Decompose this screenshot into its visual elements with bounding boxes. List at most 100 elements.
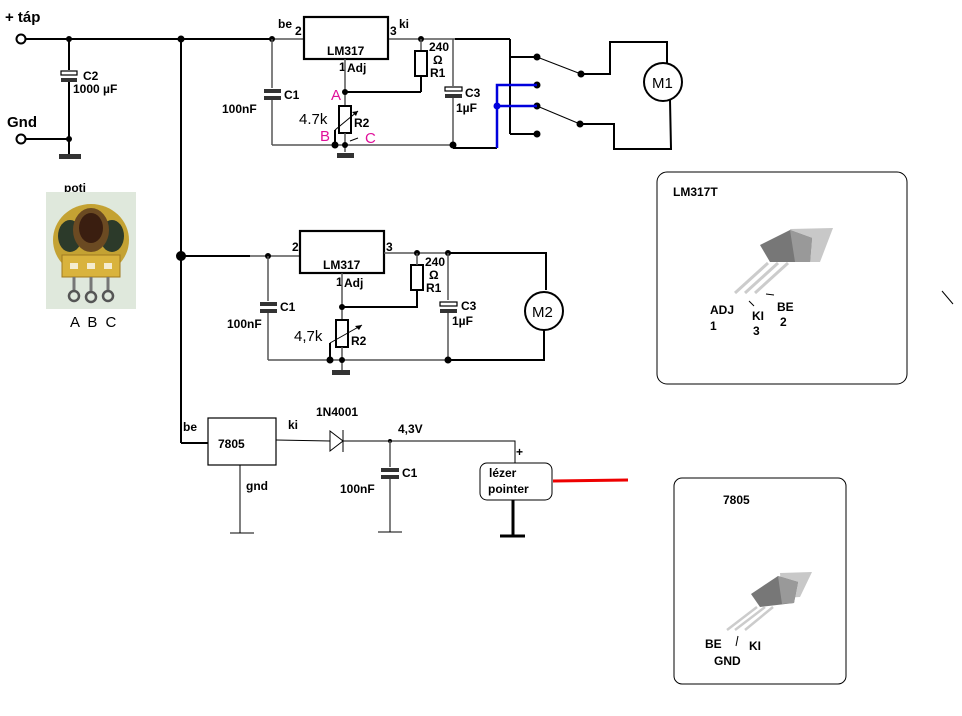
reg1-chip-name: LM317 bbox=[327, 44, 365, 58]
reg1-r1-value: 240 bbox=[429, 40, 449, 54]
ground-symbol bbox=[59, 154, 81, 159]
pin-c-leader bbox=[349, 137, 359, 142]
reg3-chip-name: 7805 bbox=[218, 437, 245, 451]
pin-lead bbox=[726, 606, 758, 631]
reg2-c1-value: 100nF bbox=[227, 317, 262, 331]
pinout-lm317-be: BE bbox=[777, 300, 794, 314]
pot-pin-eyelet-c bbox=[101, 289, 115, 303]
reg1-c1-name: C1 bbox=[284, 88, 300, 102]
pinout-7805-gnd: GND bbox=[714, 654, 741, 668]
poti-pins-label: A B C bbox=[70, 314, 118, 331]
junction bbox=[342, 142, 348, 148]
stray-mark bbox=[941, 290, 954, 305]
pinout-lm317-ki-num: 3 bbox=[753, 324, 760, 338]
motor-wire bbox=[580, 99, 673, 150]
wire bbox=[275, 439, 331, 442]
motor-m1 bbox=[643, 62, 683, 102]
junction bbox=[331, 141, 339, 149]
r1-resistor bbox=[410, 264, 424, 291]
power-input: + táp Gnd C2 1000 µF bbox=[5, 9, 270, 159]
regulator-7805: be 7805 ki gnd 1N4001 4,3V C1 100nF + lé… bbox=[181, 405, 629, 538]
lm317-chip-2 bbox=[298, 229, 386, 275]
plus-terminal bbox=[15, 33, 27, 45]
arrow-head bbox=[352, 111, 358, 116]
reg1-c1-value: 100nF bbox=[222, 102, 257, 116]
r1-resistor bbox=[414, 50, 428, 77]
laser-beam bbox=[552, 478, 629, 483]
pin-lead bbox=[733, 261, 770, 295]
pot-solder-pad bbox=[70, 263, 78, 269]
pot-shaft-top bbox=[79, 213, 103, 243]
plus-terminal-label: + táp bbox=[5, 9, 40, 26]
pinout-lm317-be-num: 2 bbox=[780, 315, 787, 329]
pinout-lm317-adj: ADJ bbox=[710, 303, 734, 317]
reg1-pin-c: C bbox=[365, 130, 376, 147]
junction bbox=[339, 357, 345, 363]
pin-lead bbox=[753, 261, 790, 295]
c3-plate bbox=[445, 94, 462, 98]
c2-value: 1000 µF bbox=[73, 82, 117, 96]
regulator-1: be 2 LM317 3 ki 1 Adj C1 100nF 240 Ω R1 … bbox=[222, 15, 683, 158]
reg1-pin-adj: 1 bbox=[339, 60, 346, 74]
ground-symbol bbox=[337, 153, 354, 158]
switch-blade bbox=[536, 56, 582, 75]
c1-plate bbox=[260, 302, 277, 306]
reg1-r1-name: R1 bbox=[430, 66, 446, 80]
c1-plate bbox=[381, 468, 399, 472]
junction bbox=[449, 141, 457, 149]
reg3-laser-line1: lézer bbox=[489, 466, 517, 480]
c3-plate-positive bbox=[439, 301, 458, 307]
reg1-pin-out: 3 bbox=[390, 24, 397, 38]
pot-solder-pad bbox=[87, 263, 95, 269]
to220-body-side bbox=[790, 230, 812, 262]
reg1-in-label: be bbox=[278, 17, 292, 31]
to220-body-side bbox=[778, 576, 798, 604]
reg3-c1-value: 100nF bbox=[340, 482, 375, 496]
c3-plate bbox=[440, 309, 457, 313]
c2-name: C2 bbox=[83, 69, 99, 83]
reg3-out-label: ki bbox=[288, 418, 298, 432]
pinout-7805-title: 7805 bbox=[723, 493, 750, 507]
ground-symbol bbox=[332, 370, 350, 375]
motor-m1-label: M1 bbox=[652, 75, 673, 92]
pinout-box bbox=[656, 171, 908, 385]
reg1-c3-name: C3 bbox=[465, 86, 481, 100]
motor-wire bbox=[448, 330, 545, 361]
motor-m2 bbox=[524, 291, 564, 331]
diode-1n4001 bbox=[329, 429, 344, 453]
junction bbox=[339, 304, 345, 310]
pot-pin-eyelet-b bbox=[84, 290, 98, 304]
pot-solder-pad bbox=[104, 263, 112, 269]
pinout-7805: 7805 BE GND KI bbox=[673, 477, 847, 685]
pinout-lm317t: LM317T ADJ 1 KI 3 BE 2 bbox=[656, 171, 908, 385]
7805-chip bbox=[207, 417, 277, 466]
leader-line bbox=[735, 635, 739, 647]
motor-m2-label: M2 bbox=[532, 304, 553, 321]
c2-plate-positive bbox=[60, 70, 78, 76]
reg1-pin-a: A bbox=[331, 87, 341, 104]
reg1-pin-b: B bbox=[320, 128, 330, 145]
reg3-diode: 1N4001 bbox=[316, 405, 358, 419]
reg1-adj-label: Adj bbox=[347, 61, 366, 75]
reg2-pin-adj: 1 bbox=[336, 275, 343, 289]
reg1-c3-value: 1µF bbox=[456, 101, 477, 115]
reg2-r2-value: 4,7k bbox=[294, 328, 323, 345]
pinout-lm317-title: LM317T bbox=[673, 185, 718, 199]
reg1-r1-unit: Ω bbox=[433, 53, 443, 67]
switch-blade bbox=[536, 105, 581, 125]
motor-wire bbox=[448, 252, 547, 290]
reg3-c1-name: C1 bbox=[402, 466, 418, 480]
reg3-laser-line2: pointer bbox=[488, 482, 529, 496]
reg3-in-label: be bbox=[183, 420, 197, 434]
reg1-out-label: ki bbox=[399, 17, 409, 31]
reg2-r2-name: R2 bbox=[351, 334, 367, 348]
reg2-r1-unit: Ω bbox=[429, 268, 439, 282]
reg2-chip-name: LM317 bbox=[323, 258, 361, 272]
reg2-r1-value: 240 bbox=[425, 255, 445, 269]
reverse-wire bbox=[495, 83, 537, 148]
reg3-voltage: 4,3V bbox=[398, 422, 423, 436]
reg1-r2-name: R2 bbox=[354, 116, 370, 130]
reg2-r1-name: R1 bbox=[426, 281, 442, 295]
r2-potentiometer bbox=[338, 105, 352, 134]
